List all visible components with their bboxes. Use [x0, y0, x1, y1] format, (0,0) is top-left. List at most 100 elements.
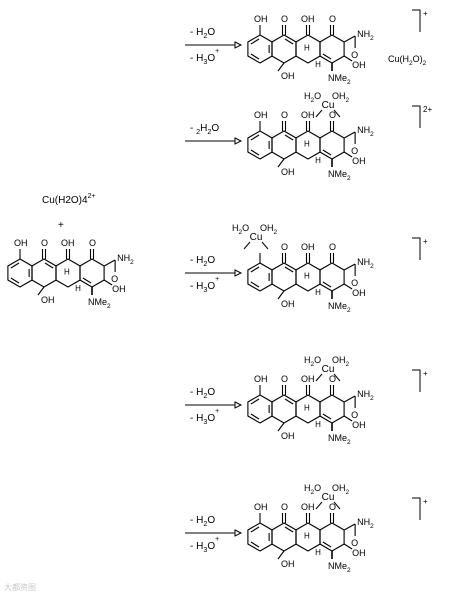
bond-line [250, 526, 260, 533]
water-ligand-label: H2O [304, 483, 321, 496]
bond-line [343, 415, 353, 422]
arrow-head [234, 529, 243, 537]
water-ligand-label: H2O [232, 223, 249, 236]
ring-4 [319, 130, 345, 160]
bond-line [250, 266, 260, 273]
ring-1 [247, 34, 273, 64]
hydrogen-label: H [315, 288, 321, 297]
hydrogen-label: H [304, 271, 310, 280]
water-ligand-label: OH2 [260, 223, 278, 236]
bond-line [284, 134, 294, 141]
hydrogen-label: H [304, 43, 310, 52]
water-ligand-label: H2O [304, 91, 321, 104]
bond-line [103, 279, 113, 286]
coordination-bond [333, 109, 341, 118]
bond-line [277, 158, 285, 168]
amide-nh2-label: NH2 [357, 517, 374, 530]
condition-label: - H2O [190, 515, 215, 528]
ring-2 [31, 258, 57, 288]
amide-nh2-label: NH2 [117, 253, 134, 266]
carbonyl-o-label: O [329, 110, 336, 120]
condition-label: - H2O [190, 387, 215, 400]
bond-line [250, 541, 260, 548]
bond-line [250, 53, 260, 60]
hydroxyl-label: OH [301, 242, 315, 252]
bond-line [322, 281, 332, 288]
condition-label: - H3O+ [190, 536, 219, 554]
bond-line [322, 53, 332, 60]
bond-line [343, 395, 356, 403]
bond-line [277, 422, 285, 432]
hydrogen-label: H [75, 284, 81, 293]
carbonyl-o-label: O [41, 238, 48, 248]
bond-line [343, 55, 353, 62]
water-ligand-label: OH2 [332, 483, 350, 496]
carbonyl-o-label: O [281, 374, 288, 384]
coordination-bond [333, 501, 341, 510]
amide-o-label: O [351, 538, 358, 548]
bond-line [284, 38, 294, 45]
hydroxyl-label: OH [281, 559, 295, 569]
hydroxyl-label: OH [61, 238, 75, 248]
amide-nh2-label: NH2 [357, 389, 374, 402]
hydroxyl-label: OH [301, 110, 315, 120]
copper-label: Cu [322, 492, 335, 503]
ring-2 [271, 130, 297, 160]
hydroxyl-label: OH [254, 110, 268, 120]
amide-o-label: O [111, 274, 118, 284]
bond-line [250, 398, 260, 405]
ion-charge-label: 2+ [423, 105, 432, 114]
ring-2 [271, 262, 297, 292]
hydroxyl-label: OH [352, 60, 366, 70]
arrow-head [234, 269, 243, 277]
hydroxyl-label: OH [281, 71, 295, 81]
hydroxyl-label: OH [301, 502, 315, 512]
carbonyl-o-label: O [329, 14, 336, 24]
ring-4 [79, 258, 105, 288]
bond-line [250, 38, 260, 45]
hydroxyl-label: OH [352, 548, 366, 558]
bond-line [343, 131, 356, 139]
hydrogen-label: H [315, 548, 321, 557]
hydrogen-label: H [315, 420, 321, 429]
ring-1 [247, 394, 273, 424]
hydroxyl-label: OH [112, 284, 126, 294]
carbonyl-o-label: O [281, 110, 288, 120]
bond-line [284, 526, 294, 533]
ring-4 [319, 394, 345, 424]
amide-nh2-label: NH2 [357, 125, 374, 138]
ring-2 [271, 522, 297, 552]
bond-line [343, 263, 356, 271]
bond-line [103, 259, 116, 267]
watermark: 大都资图 [4, 583, 36, 592]
bond-line [322, 413, 332, 420]
bond-line [250, 281, 260, 288]
amide-nh2-label: NH2 [357, 29, 374, 42]
arrow-head [234, 41, 243, 49]
bond-line [343, 151, 353, 158]
carbonyl-o-label: O [281, 242, 288, 252]
dimethylamino-label: NMe2 [88, 297, 111, 310]
copper-label: Cu [250, 232, 263, 243]
coordination-bond [315, 109, 323, 118]
carbonyl-o-label: O [281, 502, 288, 512]
condition-label: - H3O+ [190, 408, 219, 426]
charge-bracket [412, 237, 421, 260]
hydroxyl-label: OH [41, 295, 55, 305]
amide-o-label: O [351, 50, 358, 60]
coordination-bond [333, 373, 341, 382]
hydroxyl-label: OH [254, 14, 268, 24]
bond-line [44, 262, 54, 269]
hydroxyl-label: OH [352, 288, 366, 298]
water-ligand-label: OH2 [332, 91, 350, 104]
ring-1 [247, 262, 273, 292]
condition-label: - H3O+ [190, 276, 219, 294]
hydroxyl-label: OH [14, 238, 28, 248]
ring-1 [247, 522, 273, 552]
